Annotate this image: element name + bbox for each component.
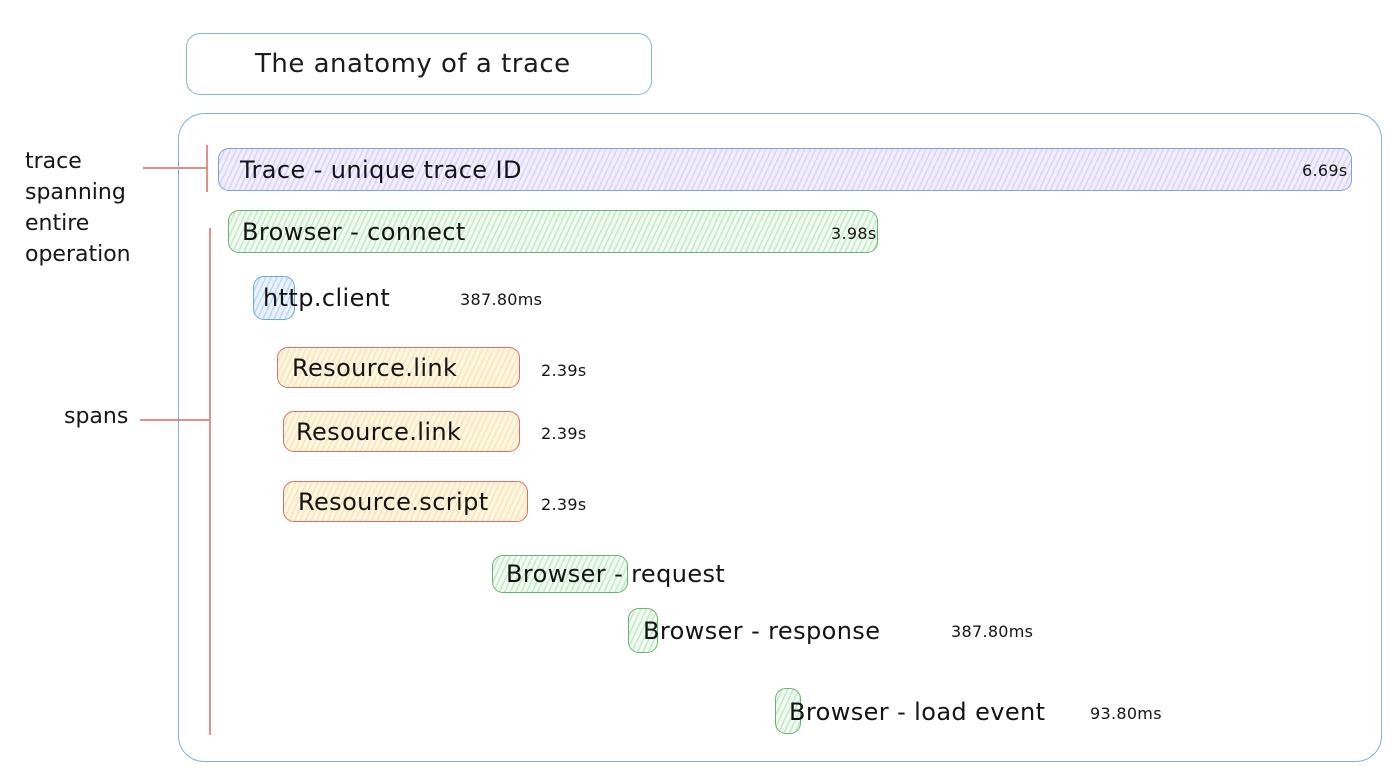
span-bar-browser-connect [228, 210, 878, 253]
span-label-resource-link-1: Resource.link [292, 354, 458, 382]
span-duration-browser-connect: 3.98s [831, 224, 877, 243]
trace-container [178, 113, 1382, 762]
span-duration-resource-script: 2.39s [541, 495, 587, 514]
spans-bracket-line [209, 228, 211, 735]
span-bar-resource-link-1 [277, 347, 520, 388]
trace-bar-duration: 6.69s [1302, 161, 1348, 180]
span-duration-resource-link-1: 2.39s [541, 361, 587, 380]
span-bar-browser-response [628, 608, 658, 653]
span-label-resource-link-2: Resource.link [296, 418, 462, 446]
span-bar-browser-request [492, 555, 628, 593]
span-label-http-client: http.client [263, 284, 391, 312]
trace-pointer-tick [206, 145, 208, 192]
span-duration-resource-link-2: 2.39s [541, 424, 587, 443]
title-box: The anatomy of a trace [186, 33, 652, 95]
span-duration-browser-load-event: 93.80ms [1090, 704, 1162, 723]
span-label-browser-request: Browser - request [506, 560, 726, 588]
span-label-resource-script: Resource.script [298, 488, 489, 516]
trace-bar-label: Trace - unique trace ID [240, 156, 522, 184]
diagram-title: The anatomy of a trace [255, 49, 571, 79]
span-bar-browser-load-event [775, 688, 801, 734]
span-bar-http-client [253, 276, 295, 320]
span-duration-http-client: 387.80ms [460, 290, 543, 309]
annotation-trace-label: trace spanning entire operation [25, 149, 131, 267]
span-label-browser-response: Browser - response [643, 617, 881, 645]
span-label-browser-load-event: Browser - load event [789, 698, 1046, 726]
span-bar-resource-link-2 [283, 411, 520, 452]
trace-bar [218, 148, 1352, 191]
span-bar-resource-script [283, 481, 528, 522]
span-duration-browser-response: 387.80ms [951, 622, 1034, 641]
annotation-spans-label: spans [64, 404, 129, 429]
spans-pointer-line [140, 419, 210, 421]
trace-pointer-line [143, 167, 207, 169]
span-label-browser-connect: Browser - connect [242, 218, 466, 246]
